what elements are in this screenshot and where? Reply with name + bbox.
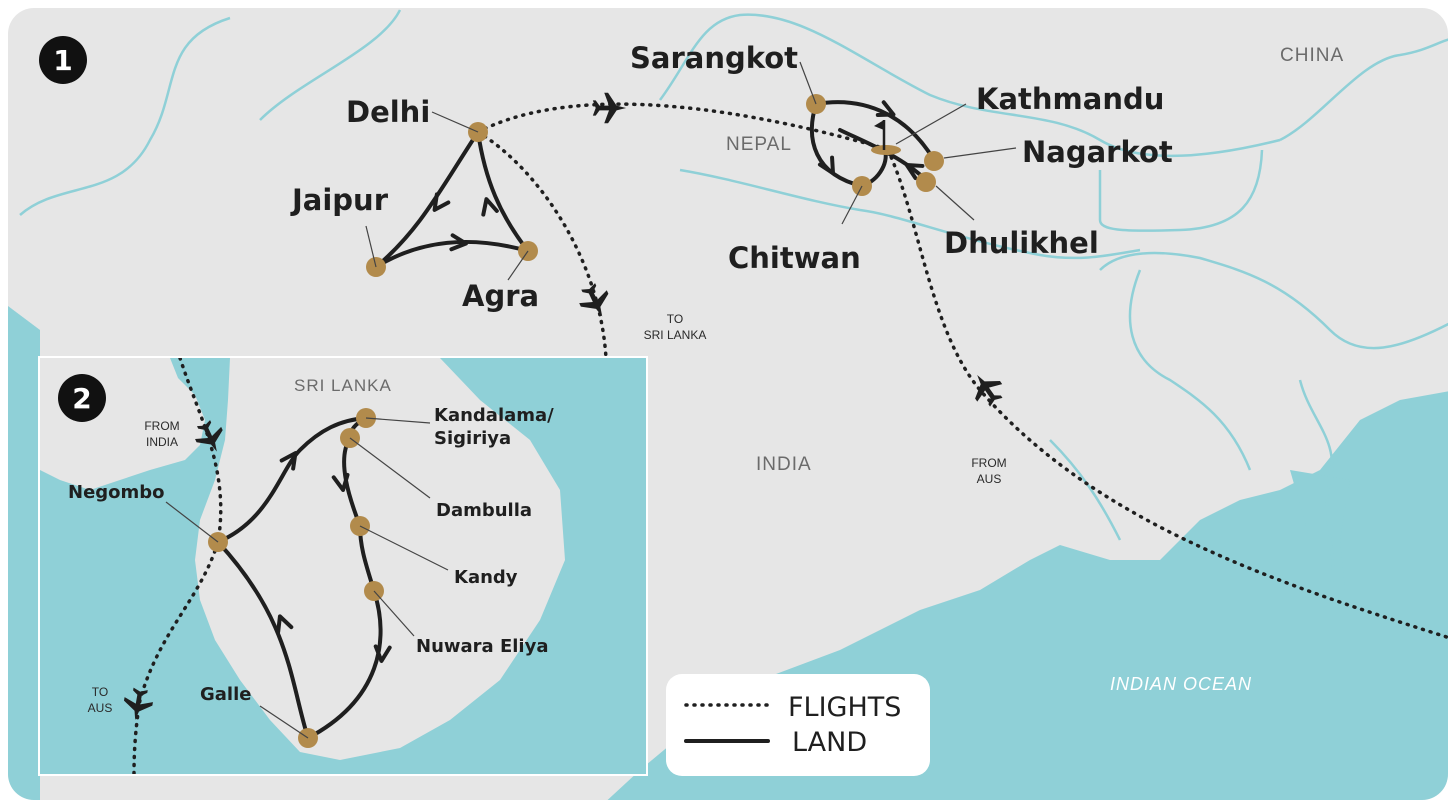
city-kandalama-line2: Sigiriya [434,428,511,449]
land-jaipur-agra [374,239,530,269]
arrow-dambulla-kandy [331,472,350,492]
note-to-srilanka-line1: TO [667,312,683,326]
arrow-delhi-jaipur [432,192,451,212]
flag-icon [871,120,901,155]
arrow-negombo-kandalama [279,451,298,471]
country-nepal: NEPAL [726,134,792,155]
city-negombo: Negombo [68,482,165,503]
border-nepal-south [679,168,1141,260]
country-china: CHINA [1280,45,1344,66]
note-to-aus-line2: AUS [88,701,113,715]
land-negombo-kandalama [216,416,368,544]
leader-lines-inset [165,417,449,739]
river-east-south [1128,269,1252,471]
city-kathmandu: Kathmandu [976,82,1164,116]
city-delhi: Delhi [346,95,430,129]
city-nagarkot: Nagarkot [1022,135,1173,169]
stop-dhulikhel [916,172,936,192]
border-nepal-north [658,13,1281,157]
arrow-galle-negombo [276,614,294,634]
flight-aus-kathmandu [886,148,1448,642]
arrow-sarangkot-nagarkot [875,100,896,117]
flight-delhi-srilanka [476,130,608,360]
river-east [1099,251,1448,350]
panel-marker-2: 2 [58,374,106,422]
border-east-block [1098,149,1264,232]
river-central [1049,439,1122,541]
svg-text:1: 1 [53,44,72,77]
ocean-label: INDIAN OCEAN [1110,674,1252,694]
city-galle: Galle [200,684,251,705]
note-from-aus-line2: AUS [977,472,1002,486]
country-sri-lanka: SRI LANKA [294,376,392,395]
city-kandy: Kandy [454,567,518,588]
arrow-agra-delhi [481,197,499,217]
bay-inlet-shape [1290,470,1350,600]
land-nuwaraeliya-galle [306,589,383,740]
panel-marker-1: 1 [39,36,87,84]
city-kandalama-line1: Kandalama/ [434,405,554,426]
legend: FLIGHTS LAND [666,674,930,776]
city-agra: Agra [462,279,539,313]
flight-delhi-kathmandu [476,102,892,152]
city-nuwara-eliya: Nuwara Eliya [416,636,548,657]
note-to-srilanka-line2: SRI LANKA [644,328,707,342]
note-from-india-line2: INDIA [146,435,178,449]
note-from-aus-line1: FROM [971,456,1006,470]
river-far-east [1298,379,1335,591]
country-india: INDIA [756,454,812,475]
city-chitwan: Chitwan [728,241,861,275]
river-north-west [19,16,231,216]
city-jaipur: Jaipur [290,183,389,217]
arrow-jaipur-agra [449,233,468,252]
river-north [259,9,402,121]
land-sarangkot-chitwan [809,102,864,188]
arrow-nuwaraeliya-galle [373,644,392,663]
note-to-aus-line1: TO [92,685,108,699]
border-china [1279,36,1448,142]
land-galle-negombo [216,540,310,740]
note-from-india-line1: FROM [144,419,179,433]
leader-lines-main [365,61,1017,281]
arrow-nagarkot-dhulikhel [904,163,925,181]
city-dambulla: Dambulla [436,500,532,521]
stop-nagarkot [924,151,944,171]
land-agra-delhi [476,130,530,253]
land-delhi-jaipur [374,130,480,269]
city-dhulikhel: Dhulikhel [944,226,1099,260]
city-sarangkot: Sarangkot [630,41,798,75]
legend-land-label: LAND [792,727,867,758]
arabian-sea-shape [8,300,40,800]
arrow-sarangkot-chitwan [817,155,835,176]
inset-map-panel: SRI LANKA Negombo Kandalama/ Sigiriya Da… [38,356,648,776]
legend-flights-label: FLIGHTS [788,692,901,723]
svg-text:2: 2 [72,382,91,415]
